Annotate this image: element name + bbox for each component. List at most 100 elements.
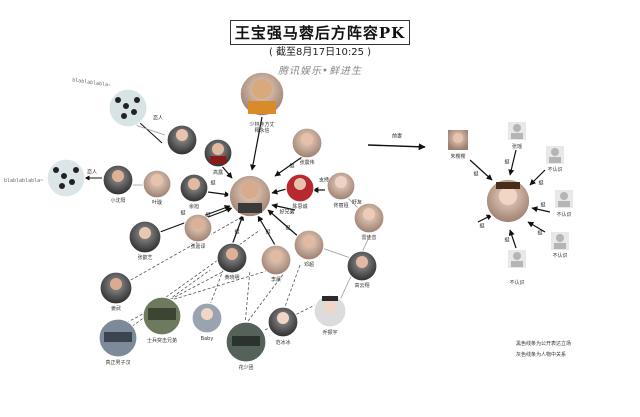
node-buren4[interactable] bbox=[508, 250, 526, 268]
edge-label-r1: 挺 bbox=[473, 171, 479, 178]
edge-r-1 bbox=[469, 159, 493, 181]
legend-line-2: 灰色线条为人物中关系 bbox=[516, 352, 567, 358]
node-jiangwu[interactable] bbox=[99, 271, 133, 305]
label-friend1: 张瑶 bbox=[511, 144, 523, 150]
label-buren1: 不认识 bbox=[547, 167, 563, 173]
node-tongliya[interactable] bbox=[326, 171, 356, 201]
title-row: 王宝强马蓉后方阵容PK bbox=[0, 20, 640, 45]
node-zhangqiang[interactable] bbox=[203, 138, 233, 168]
edge-shaolin bbox=[250, 116, 263, 171]
edge-r-4 bbox=[531, 206, 551, 213]
node-leijiayin[interactable] bbox=[353, 202, 385, 234]
edge-dengchao bbox=[267, 209, 301, 239]
edge-dash-1 bbox=[121, 217, 241, 286]
edge-yuxin bbox=[207, 191, 231, 198]
node-dengchao[interactable] bbox=[293, 229, 325, 261]
node-shibing[interactable] bbox=[142, 296, 182, 336]
watermark: 腾讯娱乐•鲜进生 bbox=[278, 66, 362, 77]
edge-label-guanxiaotong: 挺 bbox=[180, 210, 186, 217]
edge-label-gray: 好友 bbox=[351, 199, 363, 206]
edge-lichen bbox=[257, 215, 276, 246]
node-guanxiaotong[interactable] bbox=[128, 220, 162, 254]
edge-dash-6 bbox=[244, 264, 291, 326]
edge-label-zhangjiahui: 挺 bbox=[205, 212, 211, 219]
edge-label-yuxin: 挺 bbox=[210, 180, 216, 187]
edge-label-r6: 挺 bbox=[504, 237, 510, 244]
node-blabla-top[interactable] bbox=[108, 88, 148, 128]
label-gaoyunxiang: 高云翔 bbox=[354, 283, 370, 289]
edge-dash-3 bbox=[161, 229, 261, 301]
edge-dash-4 bbox=[209, 264, 226, 306]
label-chensicheng: 陈思诚 bbox=[292, 204, 308, 210]
node-gaoyuan[interactable] bbox=[166, 124, 198, 156]
edge-label-r4: 挺 bbox=[540, 202, 546, 209]
node-fanbingbing[interactable] bbox=[267, 306, 299, 338]
node-xiangxiang[interactable] bbox=[313, 294, 347, 328]
node-baoqiang[interactable] bbox=[228, 174, 272, 218]
node-zhangzhenwei[interactable] bbox=[291, 127, 323, 159]
label-dengchao: 邓超 bbox=[303, 262, 315, 268]
label-buren3: 不认识 bbox=[552, 253, 568, 259]
node-buren3[interactable] bbox=[551, 232, 569, 250]
edge-label-zhangzhenwei: 挺 bbox=[289, 163, 295, 170]
edge-r-6 bbox=[508, 229, 517, 249]
edge-label-r2: 挺 bbox=[504, 159, 510, 166]
node-yefan[interactable] bbox=[142, 169, 172, 199]
label-yuxin: 余旭 bbox=[188, 204, 200, 210]
node-zhenwang[interactable] bbox=[98, 318, 138, 358]
edge-r-3 bbox=[529, 169, 546, 186]
edge-r-2 bbox=[508, 149, 517, 176]
edge-zhangzhenwei bbox=[274, 156, 303, 177]
edge-label-leijiayin: 好兄弟 bbox=[279, 209, 295, 216]
edge-label-xiaojiaxin: 恋人 bbox=[86, 169, 98, 176]
label-baby: Baby bbox=[200, 336, 214, 342]
label-leijiayin: 雷佳音 bbox=[361, 235, 377, 241]
node-gaoyunxiang[interactable] bbox=[346, 250, 378, 282]
node-huangbo[interactable] bbox=[216, 242, 248, 274]
node-zhangjiahui[interactable] bbox=[183, 213, 213, 243]
label-yefan: 叶璇 bbox=[151, 200, 163, 206]
edge-r-5 bbox=[527, 221, 546, 233]
label-gaoliu: 高露 bbox=[212, 170, 224, 176]
label-lichen: 李晨 bbox=[270, 277, 282, 283]
label-shibing: 士兵突击兄弟 bbox=[146, 338, 178, 344]
blabla-mid: blablablabla~ bbox=[4, 178, 44, 184]
edge-huangbo bbox=[231, 214, 244, 246]
label-jiangwu: 姜武 bbox=[110, 306, 122, 312]
edge-qianqi bbox=[367, 143, 426, 151]
node-shaolin[interactable] bbox=[239, 71, 285, 117]
label-zhenwang: 真正男子汉 bbox=[105, 360, 131, 366]
page-subtitle: ( 截至8月17日10:25 ) bbox=[268, 47, 372, 58]
node-xiaojiaxin[interactable] bbox=[102, 164, 134, 196]
label-zhangjiahui: 张嘉译 bbox=[190, 244, 206, 250]
label-buren2: 不认识 bbox=[556, 212, 572, 218]
node-chensicheng[interactable] bbox=[285, 173, 315, 203]
node-lichen[interactable] bbox=[260, 244, 292, 276]
label-buren4: 不认识 bbox=[509, 280, 525, 286]
node-yuxin[interactable] bbox=[179, 173, 209, 203]
edge-dash-7 bbox=[154, 269, 271, 306]
label-huashao: 花少团 bbox=[238, 365, 254, 371]
label-huangbo: 黄晓明 bbox=[224, 275, 240, 281]
edge-label-tongliya: 支持 bbox=[318, 177, 330, 184]
label-fanbingbing: 范冰冰 bbox=[275, 340, 291, 346]
edge-label-dengchao: 挺 bbox=[285, 225, 291, 232]
edge-label-gaoyuan: 恋人 bbox=[152, 115, 164, 122]
edge-label-qianqi: 前妻 bbox=[391, 133, 403, 140]
edge-label-huangbo: 挺 bbox=[234, 229, 240, 236]
label-guanxiaotong: 张歆艺 bbox=[137, 255, 153, 261]
node-friend1[interactable] bbox=[508, 122, 526, 140]
edge-label-r3: 挺 bbox=[538, 180, 544, 187]
node-blabla-mid[interactable] bbox=[46, 158, 86, 198]
page-title: 王宝强马蓉后方阵容PK bbox=[229, 20, 411, 45]
legend-line-1: 黑色线条为公开表达立场 bbox=[516, 341, 572, 347]
node-huashao[interactable] bbox=[225, 321, 267, 363]
node-buren2[interactable] bbox=[555, 190, 573, 208]
node-baby[interactable] bbox=[191, 302, 223, 334]
node-zhuyingying[interactable] bbox=[448, 130, 468, 150]
node-mrong[interactable] bbox=[485, 178, 531, 224]
label-xiaojiaxin: 小沈阳 bbox=[110, 198, 126, 204]
node-buren1[interactable] bbox=[546, 146, 564, 164]
edge-dash-9 bbox=[281, 264, 301, 316]
